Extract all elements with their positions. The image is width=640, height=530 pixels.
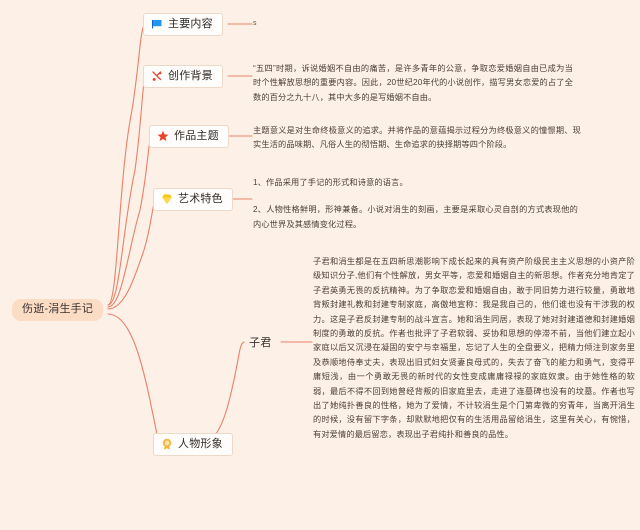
topic-main-content[interactable]: 主要内容	[143, 13, 223, 36]
leaf-artistic-features-text-2: 2、人物性格鲜明，形神兼备。小说对涓生的刻画，主要是采取心灵自剖的方式表现他的内…	[253, 205, 578, 229]
link-character-image-zijun	[207, 341, 245, 441]
yellow-medal-icon	[162, 438, 172, 450]
topic-work-theme[interactable]: 作品主题	[149, 125, 229, 148]
subtopic-zijun[interactable]: 子君	[247, 335, 273, 351]
topic-character-image-label: 人物形象	[178, 438, 223, 450]
yellow-gem-icon	[162, 194, 172, 204]
subtopic-zijun-label: 子君	[249, 337, 272, 349]
topic-artistic-features-label: 艺术特色	[178, 193, 223, 205]
red-star-icon	[157, 130, 169, 141]
leaf-main-content: s	[253, 19, 257, 29]
leaf-zijun-text: 子君和涓生都是在五四新思潮影响下成长起来的具有资产阶级民主主义思想的小资产阶级知…	[313, 257, 635, 439]
leaf-artistic-features: 1、作品采用了手记的形式和诗意的语言。 2、人物性格鲜明，形神兼备。小说对涓生的…	[253, 176, 578, 232]
link-root-work-theme	[107, 135, 153, 308]
root-node[interactable]: 伤逝-涓生手记	[12, 299, 104, 321]
leaf-work-theme: 主题意义是对生命终极意义的追求。并将作品的意蕴揭示过程分为终极意义的憧憬期、现实…	[253, 124, 581, 153]
link-root-main-content	[107, 23, 146, 306]
leaf-creation-background-text: “五四”时期，诉说婚姻不自由的痛苦，是许多青年的公意，争取恋爱婚姻自由已成为当时…	[253, 64, 573, 102]
leaf-main-content-text: s	[253, 20, 257, 27]
leaf-artistic-features-text-1: 1、作品采用了手记的形式和诗意的语言。	[253, 178, 408, 187]
topic-creation-background[interactable]: 创作背景	[143, 65, 223, 88]
link-root-artistic-features	[107, 198, 157, 310]
leaf-creation-background: “五四”时期，诉说婚姻不自由的痛苦，是许多青年的公意，争取恋爱婚姻自由已成为当时…	[253, 62, 573, 105]
leaf-work-theme-text: 主题意义是对生命终极意义的追求。并将作品的意蕴揭示过程分为终极意义的憧憬期、现实…	[253, 126, 581, 150]
blue-flag-icon	[152, 20, 162, 29]
leaf-zijun: 子君和涓生都是在五四新思潮影响下成长起来的具有资产阶级民主主义思想的小资产阶级知…	[313, 255, 635, 442]
link-root-character-image	[107, 313, 161, 446]
link-root-creation-background	[107, 75, 147, 306]
topic-main-content-label: 主要内容	[168, 18, 213, 30]
topic-character-image[interactable]: 人物形象	[153, 433, 233, 456]
topic-work-theme-label: 作品主题	[174, 130, 219, 142]
topic-creation-background-label: 创作背景	[168, 70, 213, 82]
root-node-label: 伤逝-涓生手记	[22, 303, 94, 315]
red-scissors-icon	[152, 71, 162, 81]
topic-artistic-features[interactable]: 艺术特色	[153, 188, 233, 211]
